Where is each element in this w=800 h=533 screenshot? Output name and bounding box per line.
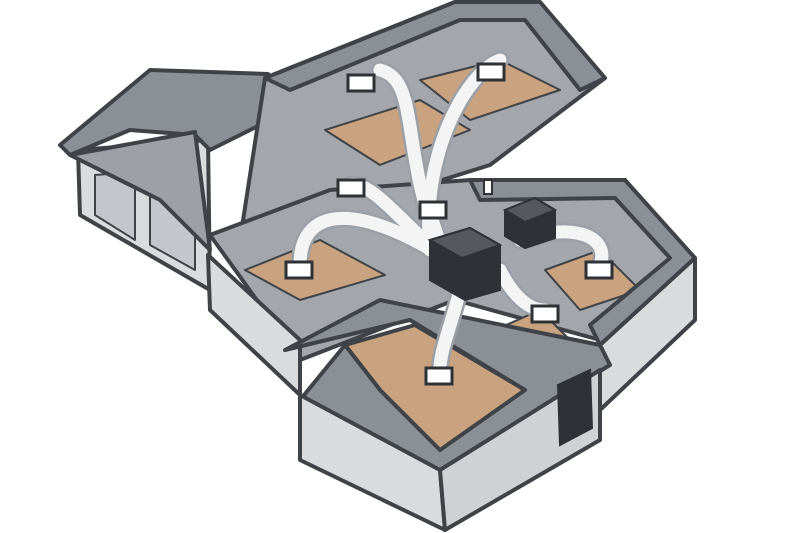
- duct-vent-icon: [284, 260, 314, 280]
- garage-gable: [68, 130, 212, 252]
- duct-vent-icon: [530, 304, 560, 324]
- air-handler-top: [427, 226, 503, 260]
- duct-vent-icon: [476, 62, 506, 82]
- top-wing-roof-edge: [263, 0, 607, 92]
- duct-vent-icon: [418, 200, 448, 220]
- garage-roof: [58, 68, 302, 157]
- bottom-wing-roof-edge: [283, 298, 612, 472]
- duct: [293, 211, 447, 272]
- right-wing-roof-edge: [468, 178, 697, 347]
- outdoor-unit-icon: [556, 368, 594, 447]
- floor-top-1: [324, 99, 471, 166]
- duct-vent-icon: [346, 73, 376, 93]
- duct: [433, 283, 467, 377]
- duct-vent-icon: [584, 260, 614, 280]
- duct-vent-icon: [336, 178, 366, 198]
- thermostat-icon: [483, 179, 493, 195]
- air-handler-top: [502, 196, 558, 224]
- duct-vent-icon: [424, 366, 454, 386]
